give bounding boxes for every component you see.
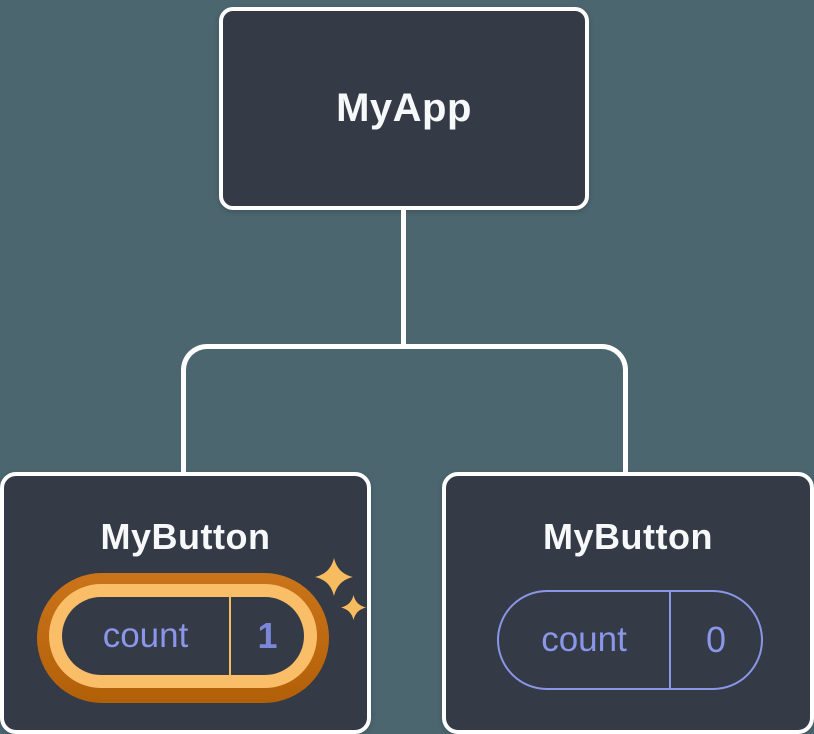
sparkle-icon <box>341 595 366 620</box>
state-pill-body: count 1 <box>62 597 304 675</box>
state-name: count <box>541 620 627 659</box>
node-mybutton-updated-label: MyButton <box>100 516 271 557</box>
node-mybutton-unchanged-label: MyButton <box>543 516 713 557</box>
state-name: count <box>102 616 189 655</box>
node-myapp: MyApp <box>219 7 589 210</box>
state-pill-divider <box>229 597 231 675</box>
state-pill-highlighted: count 1 <box>37 573 329 703</box>
connector-branch <box>181 344 628 472</box>
state-pill-plain: count 0 <box>497 590 763 690</box>
connector-stem <box>401 208 406 347</box>
state-value: 1 <box>257 615 278 656</box>
node-myapp-label: MyApp <box>336 86 472 130</box>
state-value: 0 <box>705 619 727 660</box>
sparkle-icon <box>315 558 353 596</box>
state-pill-divider <box>669 592 671 688</box>
state-pill-highlight-ring: count 1 <box>49 584 317 688</box>
node-mybutton-updated: MyButton count 1 <box>0 472 371 734</box>
node-mybutton-unchanged: MyButton count 0 <box>442 472 814 734</box>
